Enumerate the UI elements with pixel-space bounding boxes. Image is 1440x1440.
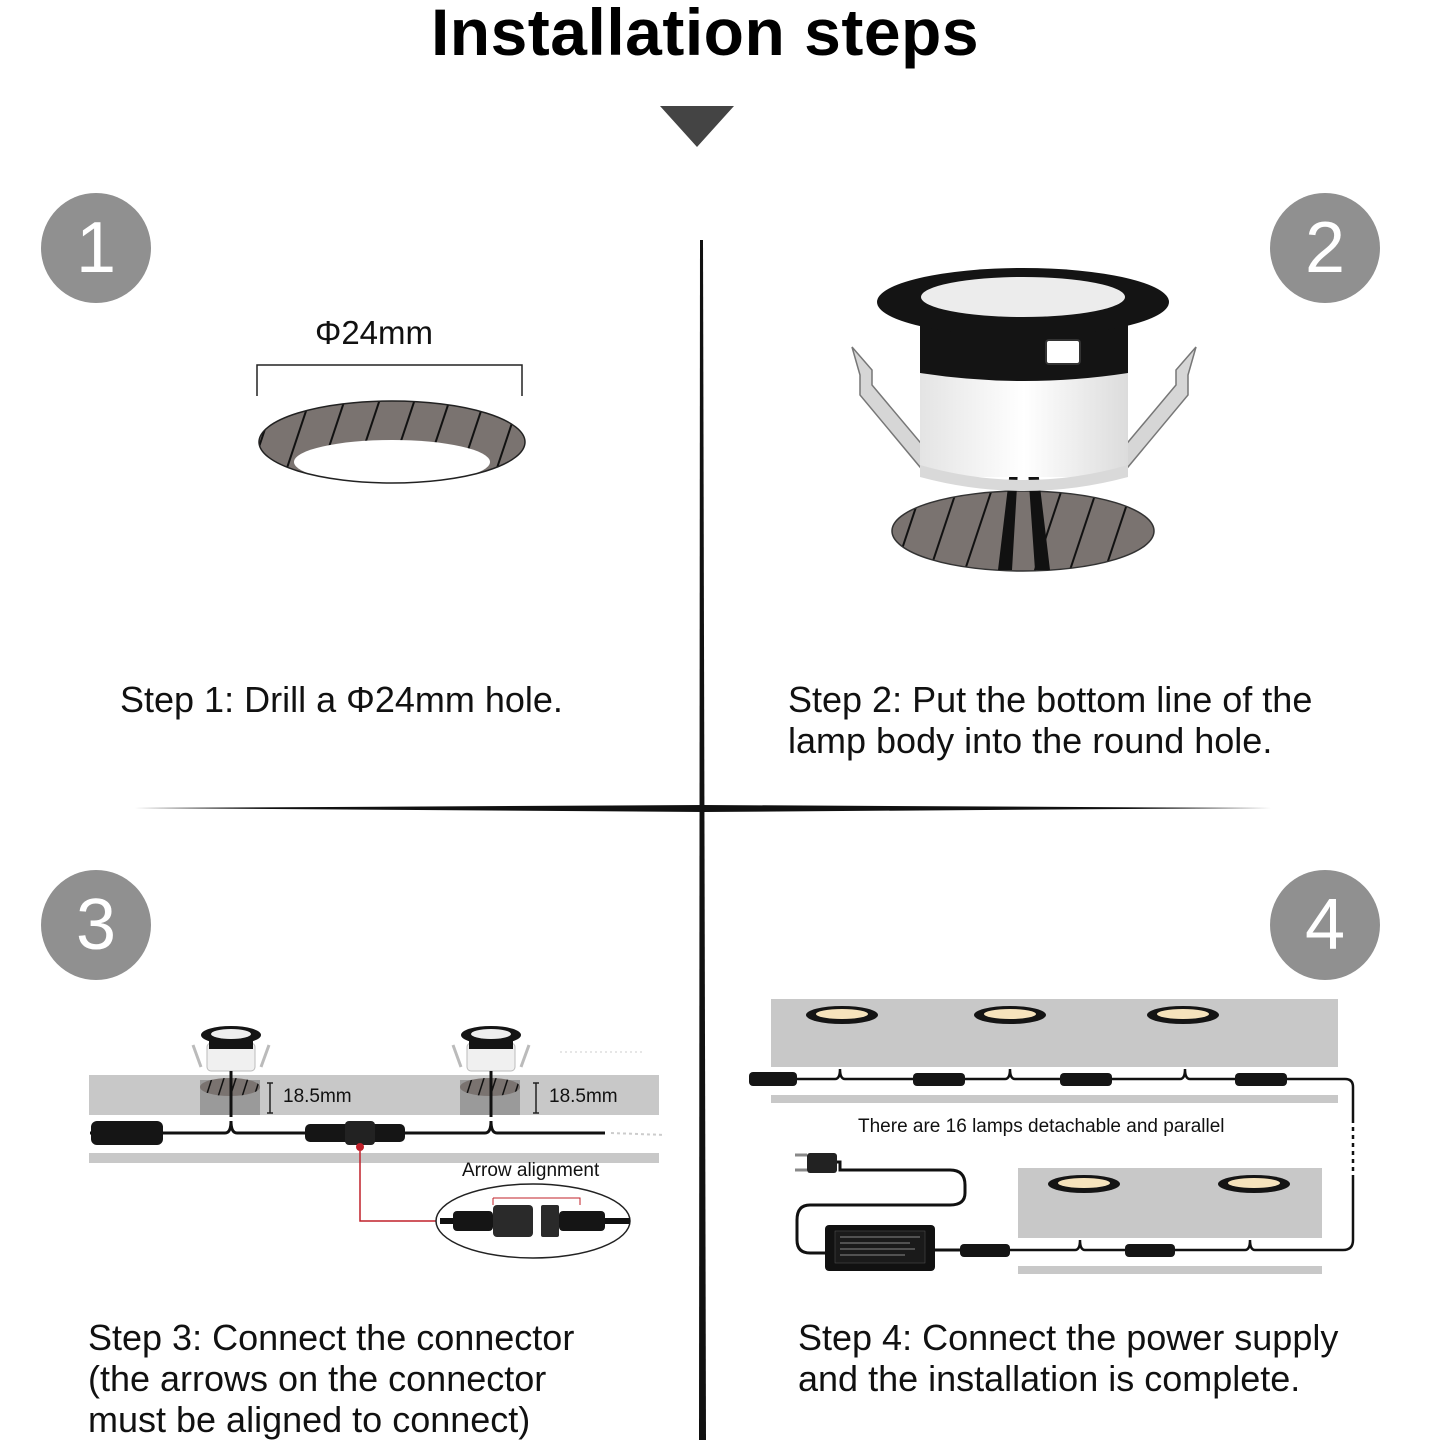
deck-lamp-1 xyxy=(806,1006,878,1024)
lamp-count-note: There are 16 lamps detachable and parall… xyxy=(858,1116,1225,1137)
mini-lamp-right xyxy=(451,1026,531,1072)
step-3-instruction: Step 3: Connect the connector (the arrow… xyxy=(88,1317,575,1440)
depth-label-left: 18.5mm xyxy=(283,1086,352,1107)
lamp-in-hole-illustration xyxy=(851,268,1197,572)
step-4-instruction: Step 4: Connect the power supply and the… xyxy=(798,1317,1339,1399)
depth-label-right: 18.5mm xyxy=(549,1086,618,1107)
down-arrow-icon xyxy=(660,106,734,147)
connector-wiring-illustration xyxy=(89,1026,666,1259)
dimension-bracket xyxy=(256,364,523,396)
vertical-divider xyxy=(699,240,706,1440)
mini-lamp-left xyxy=(191,1026,271,1072)
step-2-badge: 2 xyxy=(1270,193,1380,303)
step-1-badge: 1 xyxy=(41,193,151,303)
deck-lamp-5 xyxy=(1218,1175,1290,1193)
horizontal-divider xyxy=(135,805,1271,812)
deck-lamp-4 xyxy=(1048,1175,1120,1193)
deck-lamp-2 xyxy=(974,1006,1046,1024)
arrow-alignment-label: Arrow alignment xyxy=(462,1160,600,1181)
step-4-badge: 4 xyxy=(1270,870,1380,980)
page-title: Installation steps xyxy=(430,0,980,69)
step-1-instruction: Step 1: Drill a Φ24mm hole. xyxy=(120,679,563,720)
drilled-hole-illustration xyxy=(258,400,526,484)
deck-lamp-3 xyxy=(1147,1006,1219,1024)
step-3-badge: 3 xyxy=(41,870,151,980)
power-supply-wiring-illustration xyxy=(749,999,1355,1274)
step-2-instruction: Step 2: Put the bottom line of the lamp … xyxy=(788,679,1313,761)
hole-diameter-label: Φ24mm xyxy=(315,314,434,351)
